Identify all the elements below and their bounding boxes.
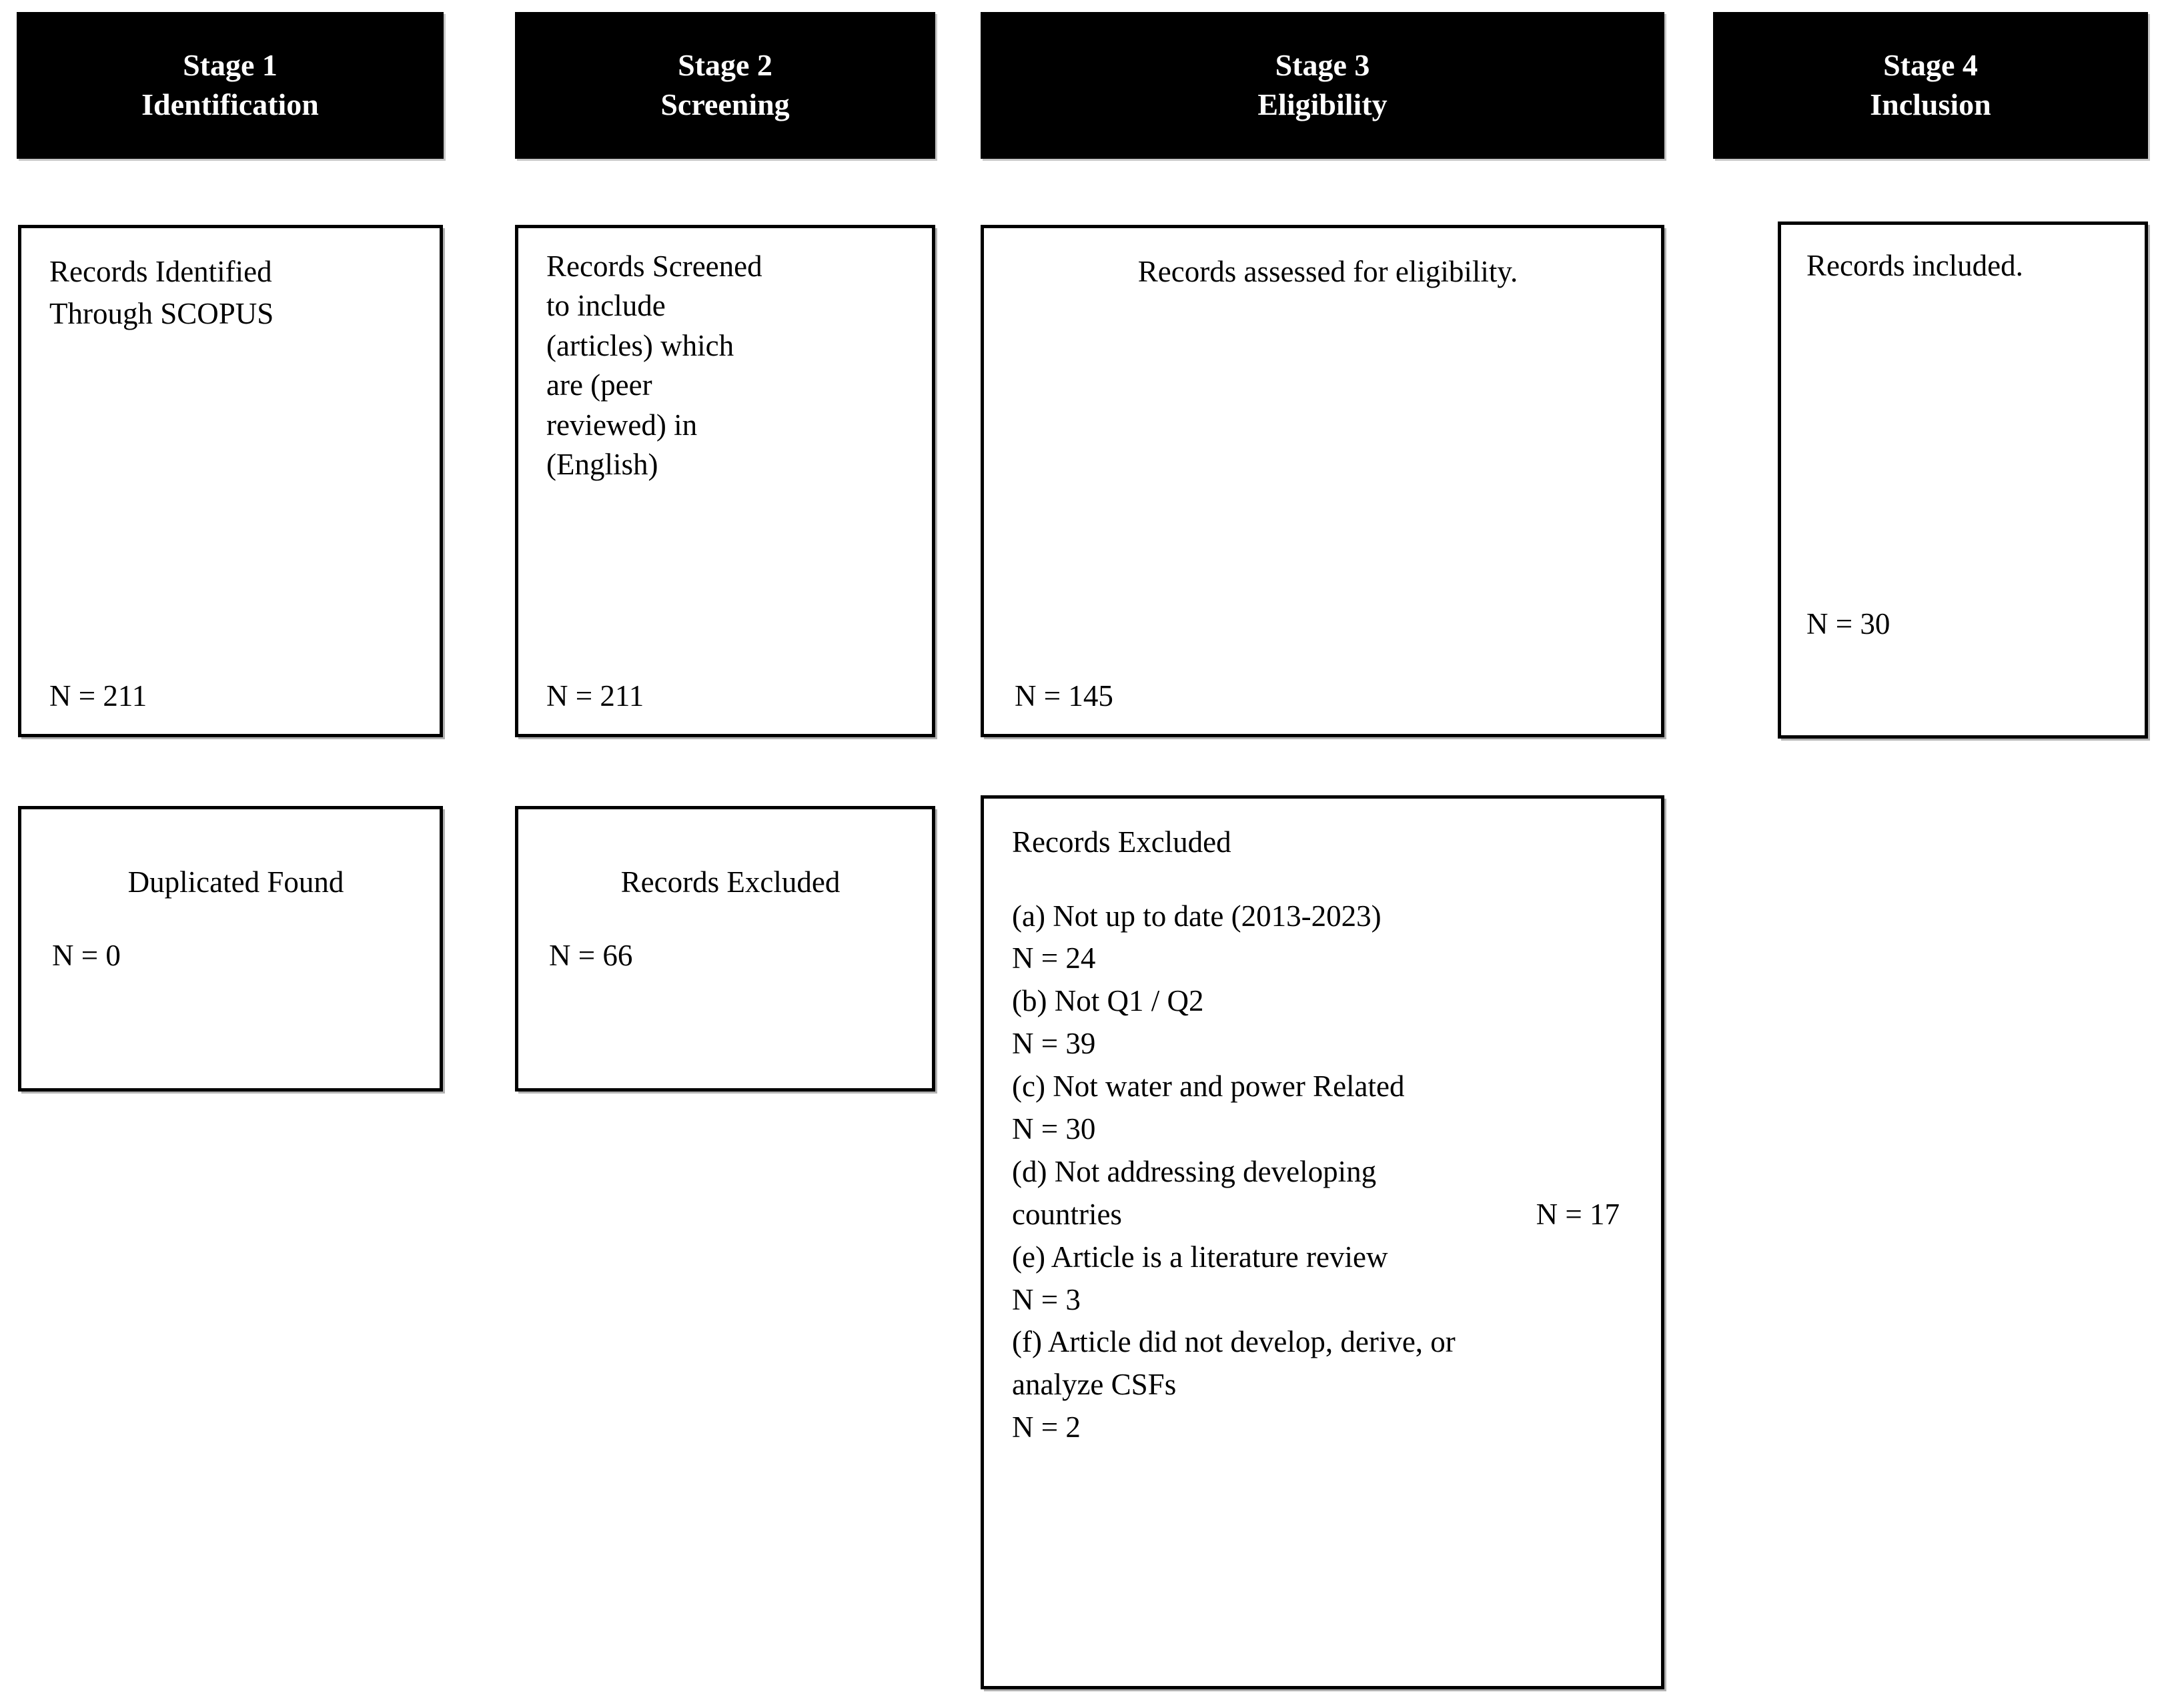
excluded-reason-item: (e) Article is a literature review N = 3 (1012, 1236, 1644, 1322)
stage-header-3-subtitle: Eligibility (1257, 87, 1388, 121)
stage-header-4-subtitle: Inclusion (1870, 87, 1991, 121)
excluded-reason-label-a: (a) Not up to date (2013-2023) (1012, 899, 1382, 933)
excluded-reason-count-e: N = 3 (1012, 1282, 1081, 1316)
stage-header-4-title: Stage 4 (1883, 48, 1978, 83)
records-assessed-text: Records assessed for eligibility. (1137, 255, 1518, 288)
excluded-reason-label-b: (b) Not Q1 / Q2 (1012, 984, 1204, 1018)
stage-header-3: Stage 3 Eligibility (981, 12, 1664, 159)
records-excluded-stage2-box: Records Excluded N = 66 (515, 806, 935, 1092)
duplicated-found-text: Duplicated Found (127, 865, 344, 899)
records-screened-box: Records Screened to include (articles) w… (515, 225, 935, 737)
records-assessed-box: Records assessed for eligibility. N = 14… (981, 225, 1664, 737)
records-screened-count: N = 211 (546, 679, 644, 713)
records-excluded-stage3-box: Records Excluded (a) Not up to date (201… (981, 795, 1664, 1689)
stage-header-1-title: Stage 1 (183, 48, 278, 83)
records-included-count: N = 30 (1806, 607, 1890, 641)
records-included-text: Records included. (1806, 249, 2023, 282)
excluded-reason-item: (c) Not water and power Related N = 30 (1012, 1065, 1644, 1151)
excluded-reason-count-a: N = 24 (1012, 941, 1096, 975)
records-excluded-stage2-text: Records Excluded (620, 865, 841, 899)
duplicated-found-count: N = 0 (52, 939, 121, 972)
excluded-reason-item: (a) Not up to date (2013-2023) N = 24 (1012, 895, 1644, 981)
duplicated-found-box: Duplicated Found N = 0 (18, 806, 443, 1092)
excluded-reason-label-c: (c) Not water and power Related (1012, 1070, 1405, 1104)
records-screened-text: Records Screened to include (articles) w… (546, 250, 762, 481)
stage-header-2-title: Stage 2 (678, 48, 772, 83)
stage-header-2: Stage 2 Screening (515, 12, 935, 159)
excluded-reason-label-e: (e) Article is a literature review (1012, 1240, 1388, 1274)
excluded-reason-label-d: (d) Not addressing developing countries (1012, 1154, 1377, 1231)
records-excluded-stage3-title: Records Excluded (1012, 825, 1231, 859)
excluded-reason-count-f: N = 2 (1012, 1410, 1081, 1444)
excluded-reason-item: (b) Not Q1 / Q2 N = 39 (1012, 980, 1644, 1065)
records-identified-box: Records Identified Through SCOPUS N = 21… (18, 225, 443, 737)
records-assessed-count: N = 145 (1015, 679, 1113, 713)
excluded-reason-label-f: (f) Article did not develop, derive, or … (1012, 1325, 1456, 1402)
stage-header-1: Stage 1 Identification (17, 12, 444, 159)
records-identified-count: N = 211 (49, 679, 147, 713)
stage-header-1-subtitle: Identification (141, 87, 319, 121)
excluded-reason-list: (a) Not up to date (2013-2023) N = 24 (b… (1012, 895, 1644, 1450)
records-identified-text: Records Identified Through SCOPUS (49, 255, 274, 330)
excluded-reason-count-d: N = 17 (1536, 1197, 1620, 1231)
excluded-reason-count-c: N = 30 (1012, 1112, 1096, 1146)
stage-header-2-subtitle: Screening (660, 87, 790, 121)
records-included-box: Records included. N = 30 (1778, 222, 2148, 739)
excluded-reason-item: (d) Not addressing developing countries … (1012, 1151, 1644, 1236)
excluded-reason-count-b: N = 39 (1012, 1027, 1096, 1061)
records-excluded-stage2-count: N = 66 (549, 939, 633, 972)
excluded-reason-item: (f) Article did not develop, derive, or … (1012, 1321, 1644, 1449)
stage-header-4: Stage 4 Inclusion (1713, 12, 2148, 159)
stage-header-3-title: Stage 3 (1275, 48, 1370, 83)
